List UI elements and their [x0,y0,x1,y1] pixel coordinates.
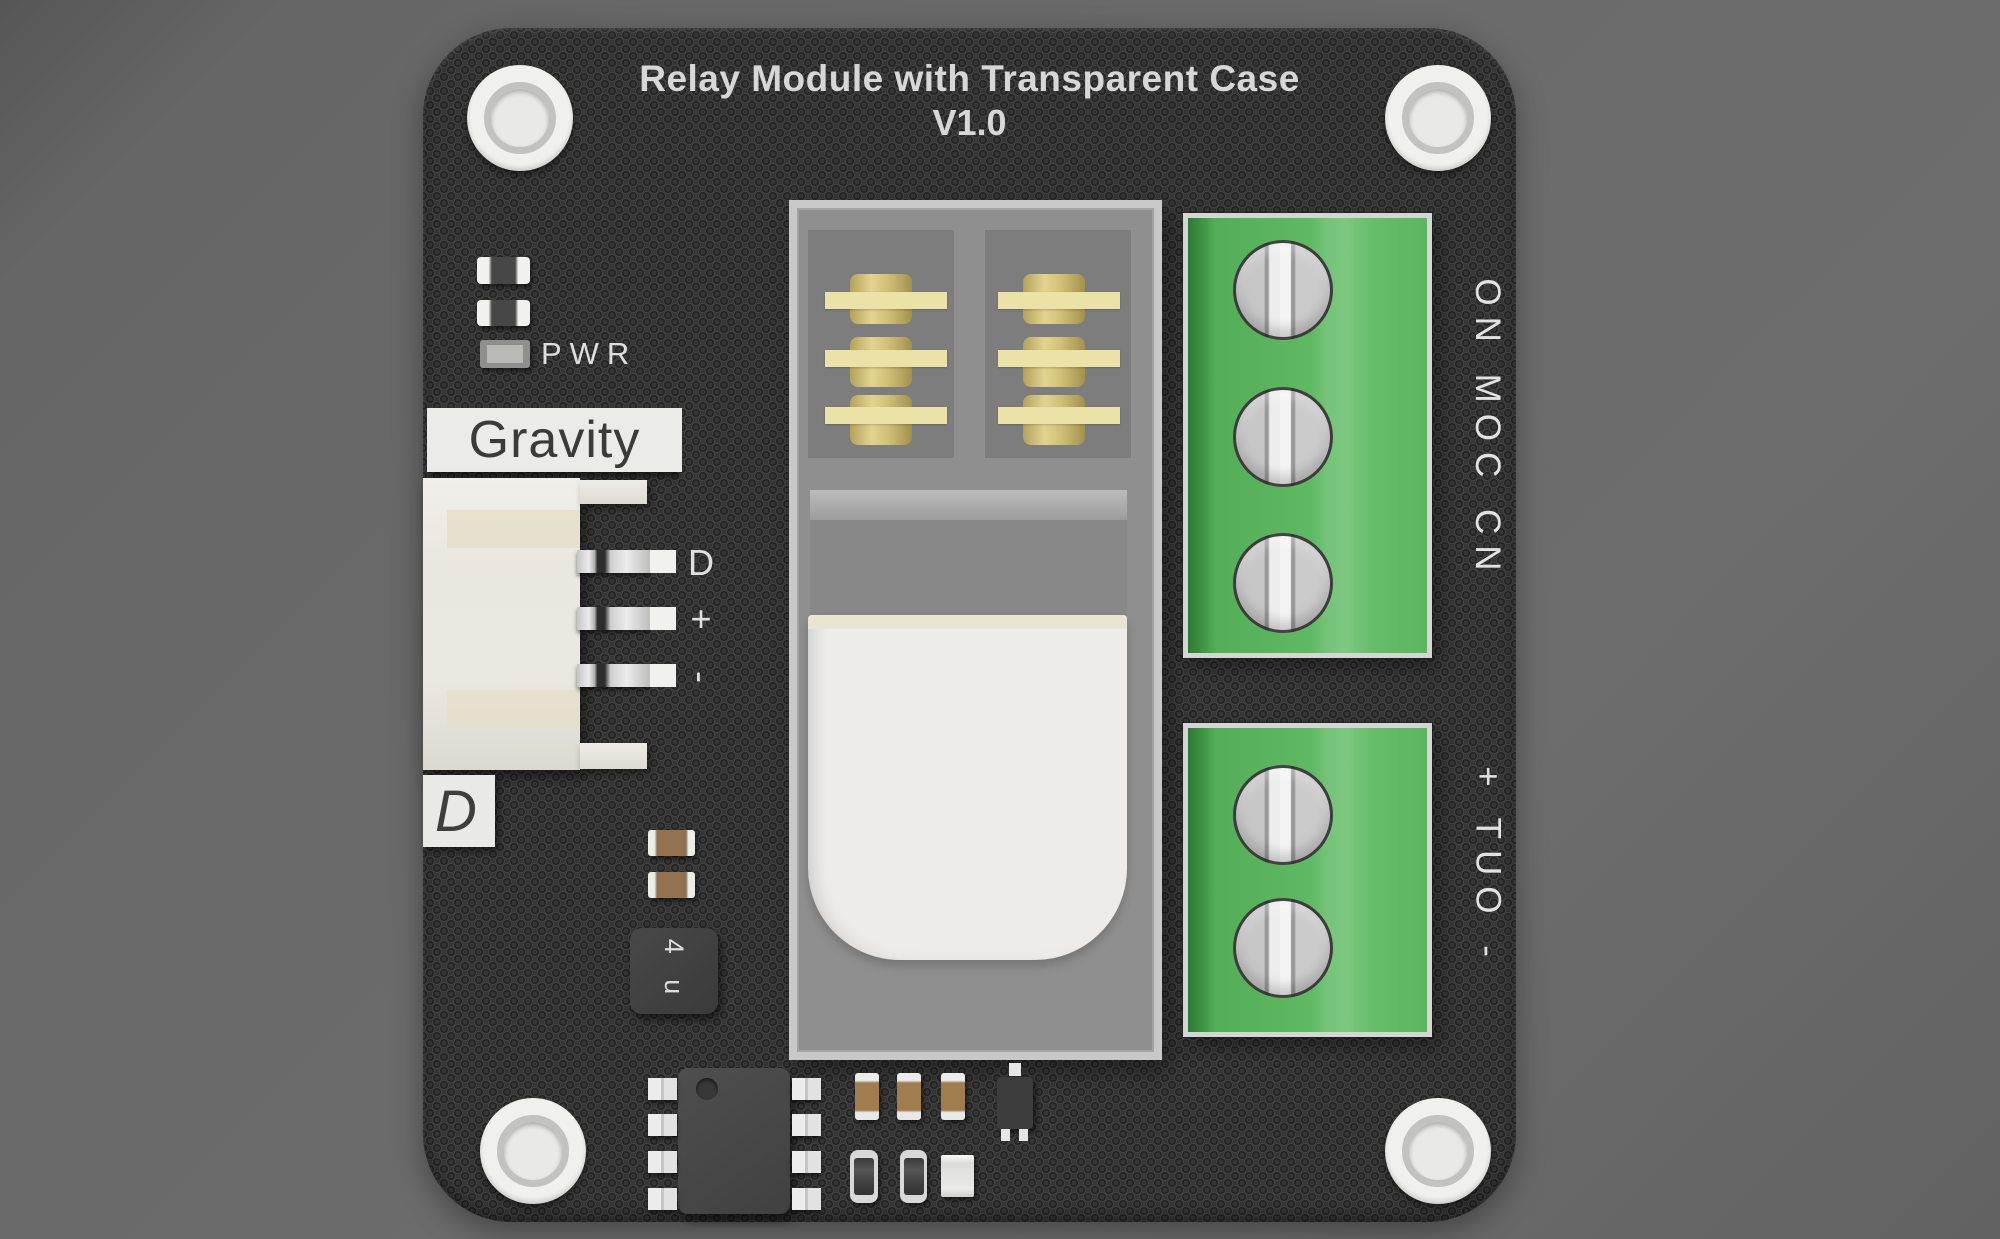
relay-transparent-case [789,200,1162,1060]
mounting-hole-bottom-left [480,1098,586,1204]
connector-pin-signal [577,550,650,573]
relay-contact-blade [998,350,1120,367]
ic-pin [648,1078,677,1100]
terminal-screw-out-plus [1233,765,1333,865]
diode-body [904,1158,924,1195]
ic-pin [648,1188,677,1210]
terminal-block-relay-output [1183,213,1432,658]
connector-slot [447,510,580,548]
interface-type-label: D [423,775,495,847]
relay-terminal-labels: NC COM NO [1468,278,1507,582]
terminal-screw-nc [1233,240,1333,340]
smd-capacitor-4 [897,1073,921,1120]
smd-resistor-1 [477,257,530,284]
smd-capacitor-1 [648,830,695,856]
relay-contact-blade [998,407,1120,424]
electrolytic-capacitor: 4 u [630,928,718,1014]
smd-capacitor-3 [855,1073,879,1120]
mounting-hole-rim [497,1115,569,1187]
smd-capacitor-5 [941,1073,965,1120]
terminal-screw-com [1233,387,1333,487]
pin-label-vcc: + [690,598,712,639]
ic-pin [792,1188,821,1210]
connector-tab-bottom [580,743,647,769]
gravity-brand-label: Gravity [427,408,682,472]
pin-pad-signal [650,550,676,573]
relay-coil-top [808,615,1127,629]
relay-coil-bobbin [808,615,1127,960]
connector-pin-vcc [577,607,650,630]
terminal-block-power-out [1183,723,1432,1037]
gravity-connector [423,478,580,770]
gravity-brand-text: Gravity [468,411,641,469]
ic-pin [792,1151,821,1173]
connector-slot [447,690,580,728]
ic-pin [792,1078,821,1100]
connector-pin-gnd [577,664,650,687]
board-title: Relay Module with Transparent Case [639,58,1300,99]
ic-pin [792,1114,821,1136]
pin-pad-vcc [650,607,676,630]
capacitor-marking: 4 u [659,938,690,1004]
smd-resistor-2 [477,300,530,326]
smd-capacitor-6 [941,1155,974,1197]
relay-armature [810,490,1127,520]
power-led-chip [487,345,523,363]
pin-label-gnd: - [681,671,722,683]
driver-ic [678,1068,790,1214]
mounting-hole-bottom-right [1385,1098,1491,1204]
board-version: V1.0 [932,102,1007,143]
ic-pin [648,1114,677,1136]
output-terminal-labels: - OUT + [1468,766,1508,968]
pcb-board: Relay Module with Transparent Case V1.0 … [423,28,1516,1222]
smd-capacitor-2 [648,872,695,898]
ic-pin1-dot [696,1078,718,1100]
mounting-hole-top-left [467,65,573,171]
transistor-pin-bottom-right [1019,1129,1028,1141]
smd-diode-1 [850,1150,878,1203]
mounting-hole-rim [484,82,556,154]
smd-diode-2 [900,1150,927,1203]
mounting-hole-rim [1402,1115,1474,1187]
relay-contact-blade [825,292,947,309]
power-led-label: PWR [541,336,638,371]
mounting-hole-top-right [1385,65,1491,171]
transistor-pin-top [1009,1063,1021,1076]
terminal-screw-no [1233,533,1333,633]
relay-contact-blade [825,350,947,367]
mounting-hole-rim [1402,82,1474,154]
connector-tab-top [580,480,647,504]
transistor-body [997,1077,1033,1129]
ic-pin [648,1151,677,1173]
relay-frame [810,520,1127,615]
interface-type-text: D [435,778,477,844]
transistor-pin-bottom-left [1001,1129,1010,1141]
relay-contact-blade [998,292,1120,309]
power-led [480,340,530,368]
terminal-screw-out-minus [1233,898,1333,998]
relay-contact-blade [825,407,947,424]
pin-pad-gnd [650,664,676,687]
pin-label-signal: D [688,542,714,583]
diode-body [854,1158,874,1195]
